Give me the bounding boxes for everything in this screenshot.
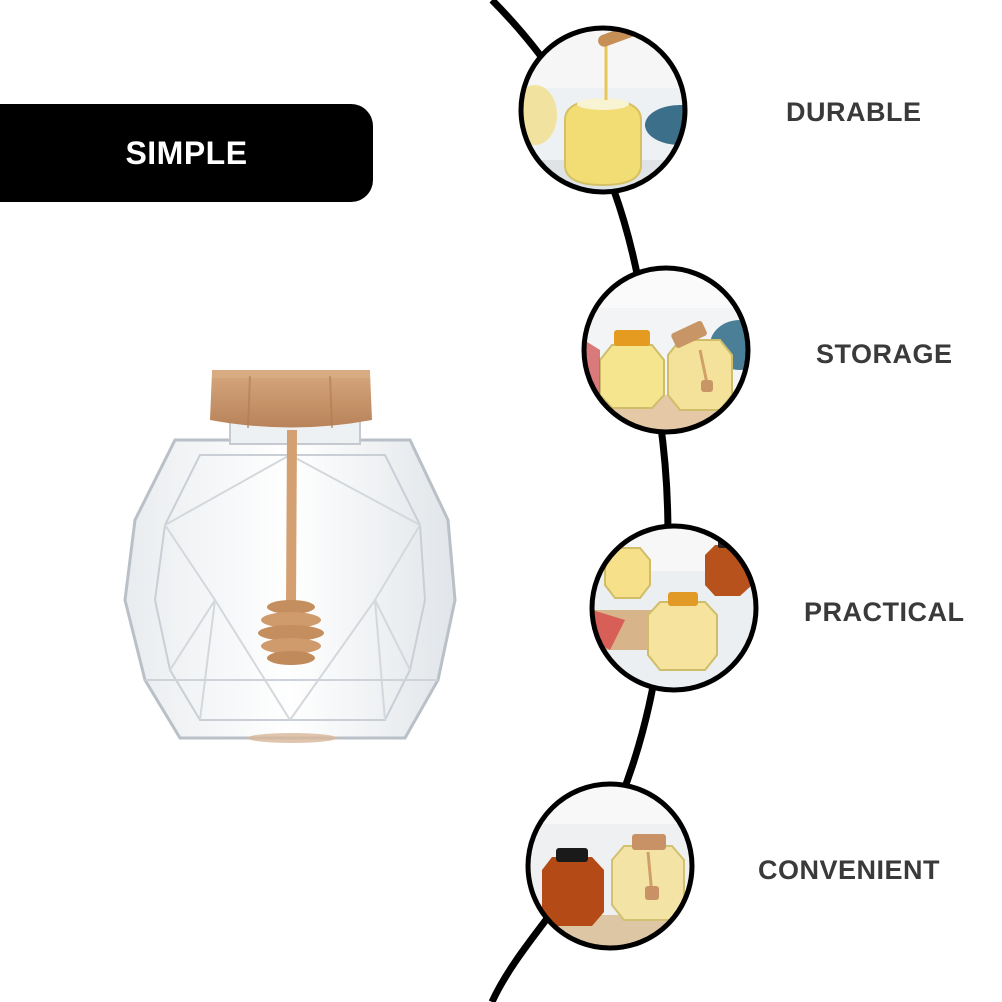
feature-label-convenient: CONVENIENT <box>758 855 941 885</box>
thumbnail-convenient <box>525 781 695 951</box>
feature-label-storage: STORAGE <box>816 339 953 369</box>
hero-honey-jar <box>123 370 457 743</box>
feature-label-durable: DURABLE <box>786 97 922 127</box>
simple-badge: SIMPLE <box>0 104 373 202</box>
thumbnail-storage <box>581 265 751 435</box>
simple-badge-label: SIMPLE <box>125 135 248 171</box>
thumbnail-practical <box>589 523 759 693</box>
thumbnail-durable <box>518 25 688 195</box>
feature-label-practical: PRACTICAL <box>804 597 965 627</box>
